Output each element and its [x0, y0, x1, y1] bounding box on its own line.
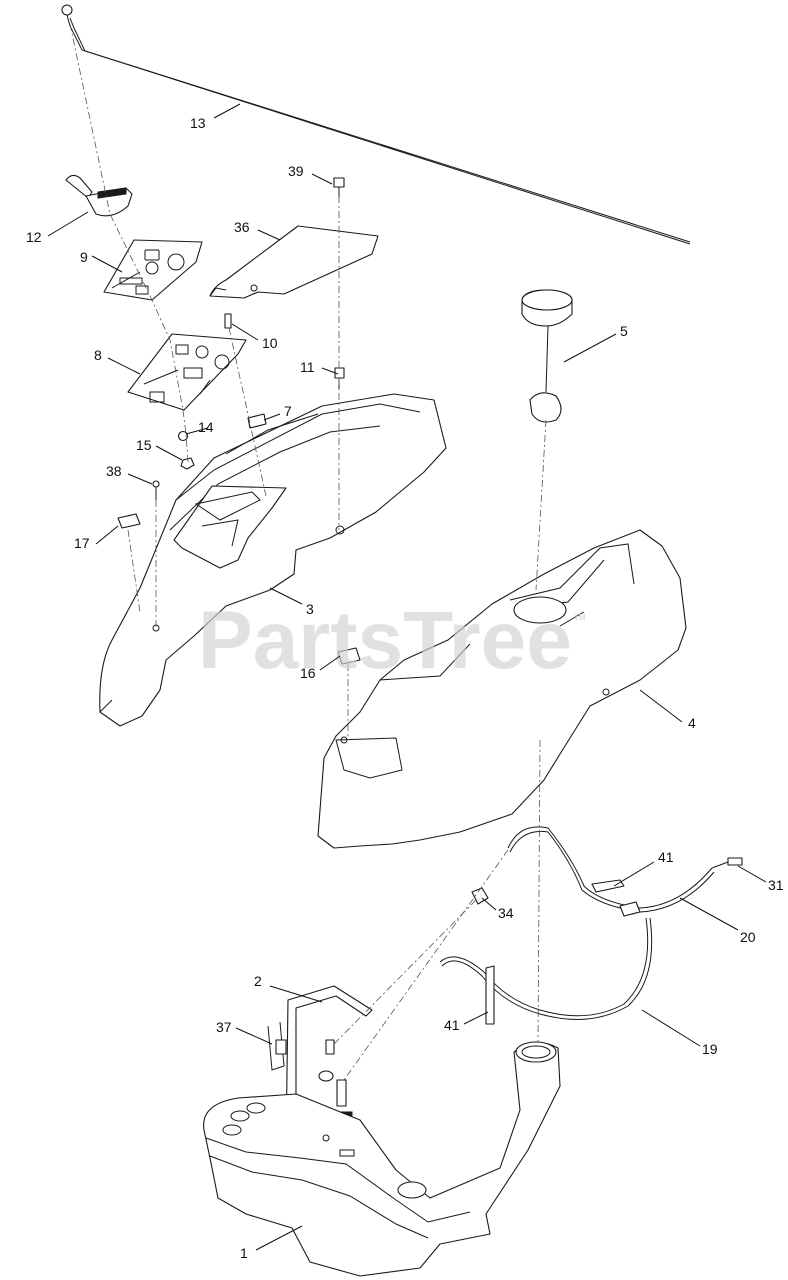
callout-11: 11: [300, 359, 315, 375]
callout-4: 4: [688, 715, 696, 731]
part-8-plate: [127, 333, 247, 411]
part-37-strap: [267, 1021, 287, 1071]
part-3-console: [99, 393, 447, 727]
part-36-cover: [209, 225, 379, 299]
part-31-fitting: [711, 857, 743, 869]
hardware-7: [247, 413, 267, 429]
callout-5: 5: [620, 323, 628, 339]
callout-10: 10: [262, 335, 278, 351]
part-13-rod: [61, 4, 691, 245]
callout-19: 19: [702, 1041, 718, 1057]
part-12-lever: [65, 174, 133, 217]
callout-38: 38: [106, 463, 122, 479]
callout-39: 39: [288, 163, 304, 179]
hardware-15: [180, 457, 195, 470]
hardware-14: [177, 430, 189, 442]
callout-7: 7: [284, 403, 292, 419]
callout-9: 9: [80, 249, 88, 265]
callout-14: 14: [198, 419, 214, 435]
callout-3: 3: [306, 601, 314, 617]
hardware-39: [333, 177, 345, 198]
hardware-38: [152, 480, 160, 500]
callout-41-lower: 41: [444, 1017, 460, 1033]
leader-lines: [47, 103, 767, 1251]
hardware-10: [224, 313, 232, 329]
part-19-fuel-line: [439, 917, 653, 1025]
part-1-fuel-tank: [203, 1041, 561, 1277]
part-5-fuel-cap: [521, 289, 573, 423]
callout-8: 8: [94, 347, 102, 363]
callout-41-upper: 41: [658, 849, 674, 865]
callout-37: 37: [216, 1019, 232, 1035]
callout-16: 16: [300, 665, 316, 681]
part-4-fender: [317, 529, 687, 849]
callout-36: 36: [234, 219, 250, 235]
callout-34: 34: [498, 905, 514, 921]
callout-17: 17: [74, 535, 90, 551]
callout-12: 12: [26, 229, 42, 245]
callout-labels: 13 12 39 36 9 10 5 8 11 7 14 15 38 17 3 …: [26, 115, 784, 1261]
callout-15: 15: [136, 437, 152, 453]
watermark-trademark: TM: [574, 613, 586, 622]
callout-20: 20: [740, 929, 756, 945]
part-20-fuel-line: [507, 826, 715, 917]
alignment-lines: [69, 23, 547, 1081]
hardware-11: [334, 367, 345, 390]
callout-31: 31: [768, 877, 784, 893]
part-9-plate: [103, 239, 203, 301]
callout-2: 2: [254, 973, 262, 989]
watermark: PartsTree: [198, 595, 572, 686]
callout-13: 13: [190, 115, 206, 131]
callout-1: 1: [240, 1245, 248, 1261]
